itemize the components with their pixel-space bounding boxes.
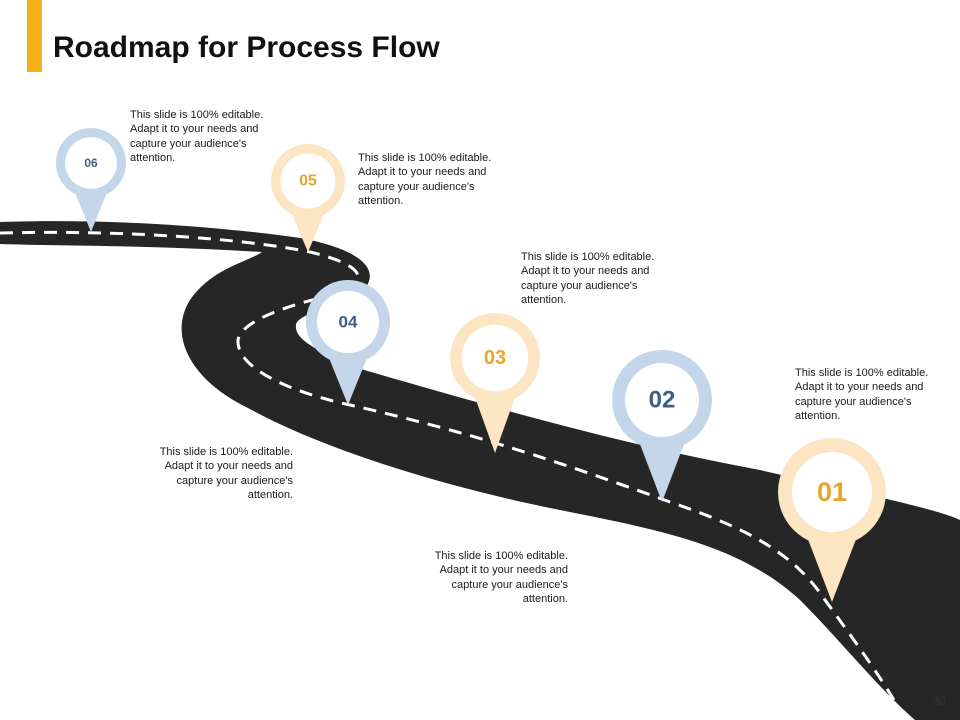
milestone-02-description: This slide is 100% editable. Adapt it to…	[434, 550, 568, 606]
milestone-04-description: This slide is 100% editable. Adapt it to…	[159, 446, 293, 502]
pin-number-label: 02	[649, 387, 676, 414]
title-accent-bar	[27, 0, 42, 72]
pin-inner-circle	[65, 137, 117, 189]
milestone-pin-04: 04	[306, 279, 391, 405]
pin-inner-circle	[792, 452, 872, 532]
pin-inner-circle	[316, 290, 380, 354]
milestone-05-description: This slide is 100% editable. Adapt it to…	[358, 152, 492, 208]
pin-inner-circle	[461, 324, 529, 392]
milestone-pin-05: 05	[271, 143, 345, 252]
pin-number-label: 05	[299, 173, 317, 190]
pin-inner-circle	[625, 363, 699, 437]
pin-number-label: 03	[484, 347, 506, 369]
road	[0, 221, 960, 720]
milestone-pin-03: 03	[449, 312, 540, 453]
pin-number-label: 06	[84, 156, 98, 170]
pin-number-label: 04	[339, 313, 358, 332]
pin-number-label: 01	[817, 477, 847, 507]
milestone-01-description: This slide is 100% editable. Adapt it to…	[795, 367, 929, 423]
pin-inner-circle	[280, 153, 336, 209]
pins-layer: 01 02 03 04 05 06	[55, 127, 887, 602]
milestone-pin-02: 02	[611, 349, 712, 502]
milestone-pin-01: 01	[778, 437, 887, 602]
slide-number: 30	[932, 694, 946, 708]
milestone-pin-06: 06	[55, 127, 127, 232]
road-center-line	[0, 230, 907, 720]
page-title: Roadmap for Process Flow	[53, 31, 440, 64]
milestone-06-description: This slide is 100% editable. Adapt it to…	[130, 109, 264, 165]
milestone-03-description: This slide is 100% editable. Adapt it to…	[521, 251, 655, 307]
